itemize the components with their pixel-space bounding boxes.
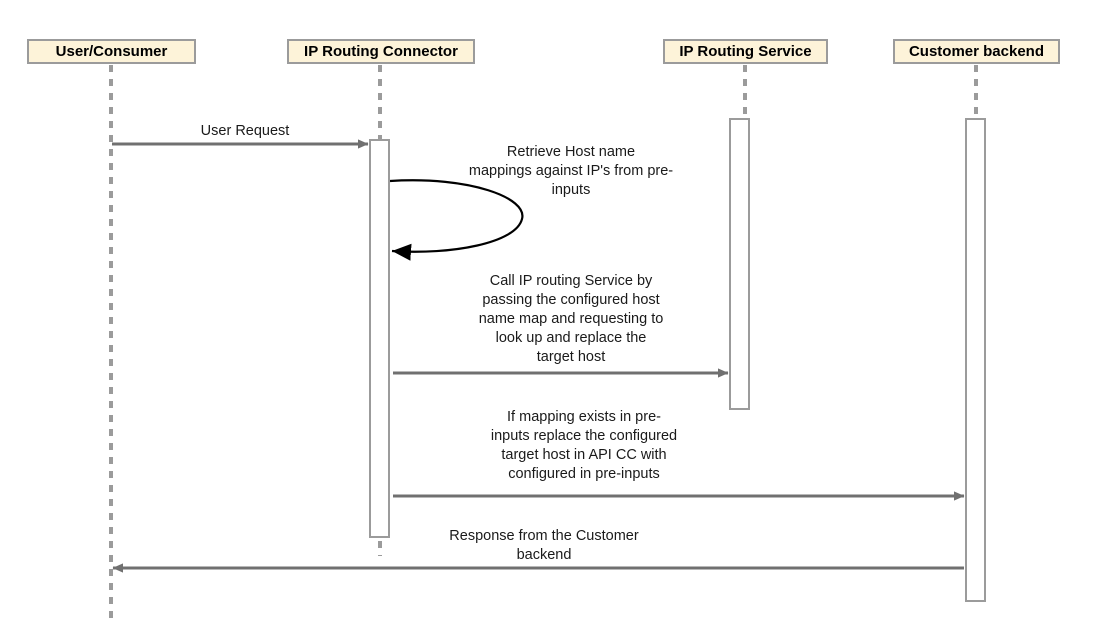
message-label-2-retrieve-host-name-mappings: Retrieve Host name mappings against IP's…: [468, 144, 674, 198]
message-arrow-2-self-loop: [389, 179, 524, 261]
participant-header-user[interactable]: User/Consumer: [27, 39, 196, 64]
message-label-5-response-from-backend: Response from the Customer backend: [449, 528, 639, 563]
message-label-4-replace-target-host: If mapping exists in pre- inputs replace…: [490, 409, 678, 482]
participant-header-service[interactable]: IP Routing Service: [663, 39, 828, 64]
participant-label-backend: Customer backend: [908, 43, 1045, 60]
participant-header-connector[interactable]: IP Routing Connector: [287, 39, 475, 64]
message-label-1-user-request: User Request: [200, 123, 290, 139]
message-label-3-call-ip-routing-service: Call IP routing Service by passing the c…: [478, 273, 664, 365]
activation-bar-service: [729, 118, 750, 410]
participant-header-backend[interactable]: Customer backend: [893, 39, 1060, 64]
participant-label-service: IP Routing Service: [679, 43, 812, 60]
message-arrows: [112, 139, 965, 573]
activation-bar-backend: [965, 118, 986, 602]
participant-label-user: User/Consumer: [55, 43, 168, 60]
activation-bar-connector: [369, 139, 390, 538]
participant-label-connector: IP Routing Connector: [304, 43, 458, 60]
